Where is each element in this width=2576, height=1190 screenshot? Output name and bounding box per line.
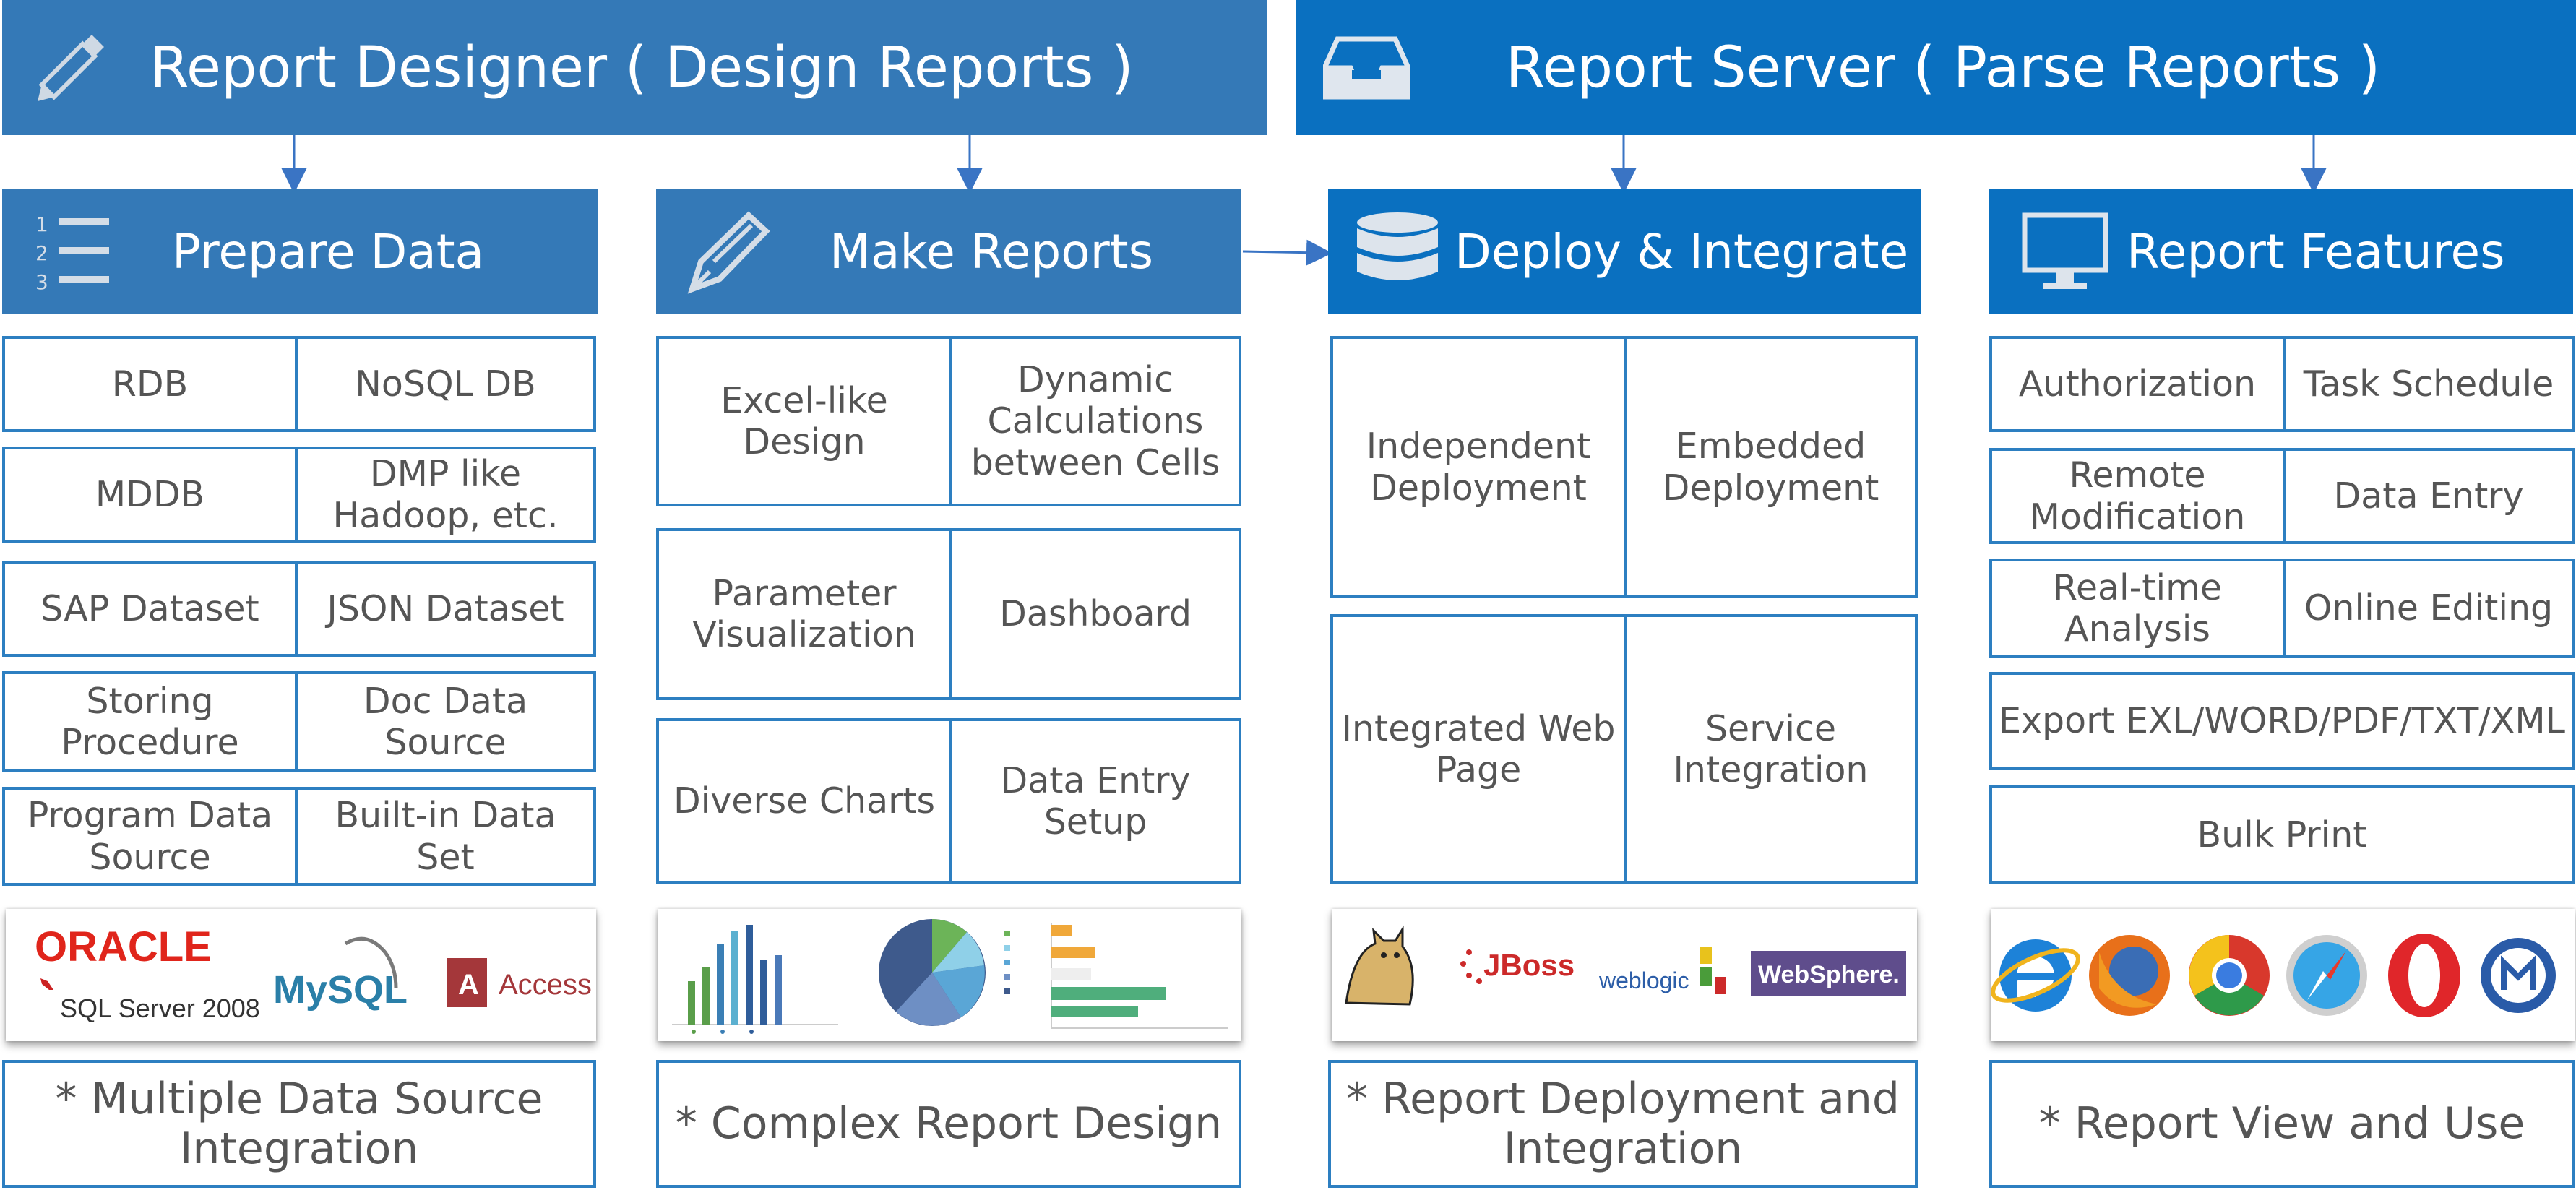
- feature-cell: Online Editing: [2283, 561, 2572, 655]
- safari-icon: [2286, 935, 2367, 1016]
- feature-cell: SAP Dataset: [40, 587, 259, 629]
- report-designer-banner: Report Designer ( Design Reports ): [2, 0, 1267, 135]
- column-title: Prepare Data: [172, 224, 485, 280]
- svg-text:SQL Server 2008: SQL Server 2008: [60, 993, 260, 1023]
- svg-text:MySQL: MySQL: [273, 968, 408, 1012]
- summary-report-features: * Report View and Use: [1989, 1060, 2575, 1188]
- opera-icon: [2388, 934, 2460, 1017]
- svg-text:2: 2: [35, 241, 48, 265]
- feature-cell: JSON Dataset: [295, 564, 593, 654]
- column-header-prepare-data: 1 2 3 Prepare Data: [2, 189, 598, 314]
- column-header-report-features: Report Features: [1989, 189, 2573, 314]
- feature-row: Program Data Source Built-in Data Set: [2, 787, 596, 886]
- feature-cell: Parameter Visualization: [692, 572, 916, 655]
- feature-cell: Excel-like Design: [720, 379, 888, 462]
- feature-cell: Export EXL/WORD/PDF/TXT/XML: [1999, 700, 2565, 742]
- svg-text:JBoss: JBoss: [1483, 948, 1575, 982]
- feature-row: SAP Dataset JSON Dataset: [2, 561, 596, 657]
- report-designer-title: Report Designer ( Design Reports ): [150, 35, 1134, 100]
- feature-cell: Embedded Deployment: [1624, 339, 1915, 595]
- chart-samples: [658, 909, 1241, 1041]
- feature-row: Independent Deployment Embedded Deployme…: [1330, 336, 1918, 598]
- feature-row: Export EXL/WORD/PDF/TXT/XML: [1989, 672, 2575, 770]
- svg-text:3: 3: [35, 270, 48, 294]
- feature-cell: Storing Procedure: [61, 680, 239, 763]
- feature-cell: Diverse Charts: [673, 780, 936, 822]
- chrome-icon: [2189, 935, 2270, 1016]
- maxthon-icon: [2481, 938, 2556, 1013]
- feature-cell: Program Data Source: [27, 795, 273, 878]
- feature-cell: Independent Deployment: [1366, 426, 1591, 509]
- report-server-title: Report Server ( Parse Reports ): [1505, 35, 2381, 100]
- feature-cell: Built-in Data Set: [295, 790, 593, 883]
- feature-cell: Authorization: [2018, 363, 2257, 405]
- inbox-tray-icon: [1323, 36, 1410, 100]
- feature-row: Integrated Web Page Service Integration: [1330, 614, 1918, 884]
- weblogic-logo: weblogic: [1598, 947, 1726, 994]
- feature-cell: Dynamic Calculations between Cells: [949, 339, 1239, 504]
- column-header-make-reports: Make Reports: [656, 189, 1241, 314]
- jboss-logo: JBoss: [1460, 948, 1575, 984]
- feature-row: RDB NoSQL DB: [2, 336, 596, 432]
- feature-cell: NoSQL DB: [295, 339, 593, 429]
- access-logo: A Access: [447, 958, 592, 1007]
- feature-cell: Bulk Print: [2197, 814, 2367, 855]
- feature-row: Excel-like Design Dynamic Calculations b…: [656, 336, 1241, 506]
- feature-cell: Service Integration: [1624, 617, 1915, 881]
- edit-pen-icon: [687, 211, 770, 294]
- feature-row: Bulk Print: [1989, 785, 2575, 884]
- pie-chart-sample: [879, 919, 1010, 1026]
- summary-make-reports: * Complex Report Design: [656, 1060, 1241, 1188]
- feature-row: Parameter Visualization Dashboard: [656, 528, 1241, 700]
- connector-arrows: [281, 135, 2327, 189]
- database-icon: [1357, 212, 1438, 280]
- feature-row: Remote Modification Data Entry: [1989, 448, 2575, 544]
- feature-row: Diverse Charts Data Entry Setup: [656, 718, 1241, 884]
- svg-text:A: A: [458, 969, 479, 1001]
- tomcat-logo: [1345, 925, 1414, 1006]
- pencil-icon: [38, 35, 104, 101]
- feature-cell: Dashboard: [949, 531, 1239, 697]
- firefox-icon: [2089, 935, 2170, 1016]
- column-title: Report Features: [2127, 224, 2505, 280]
- column-title: Make Reports: [830, 224, 1154, 280]
- feature-row: Authorization Task Schedule: [1989, 336, 2575, 432]
- numbered-list-icon: 1 2 3: [35, 212, 109, 294]
- report-server-banner: Report Server ( Parse Reports ): [1296, 0, 2576, 135]
- horizontal-bar-sample: [1051, 923, 1228, 1029]
- feature-cell: DMP like Hadoop, etc.: [295, 449, 593, 540]
- svg-text:WebSphere.: WebSphere.: [1758, 961, 1900, 988]
- server-logos: JBoss weblogic WebSphere.: [1332, 909, 1917, 1041]
- feature-cell: Task Schedule: [2283, 339, 2572, 429]
- database-logos: ORACLE SQL Server 2008 MySQL A Access: [6, 909, 596, 1041]
- feature-row: Real-time Analysis Online Editing: [1989, 559, 2575, 658]
- oracle-logo: ORACLE: [35, 923, 212, 970]
- internet-explorer-icon: [1991, 939, 2080, 1012]
- feature-cell: Doc Data Source: [295, 674, 593, 769]
- feature-row: MDDB DMP like Hadoop, etc.: [2, 447, 596, 543]
- bar-chart-sample: [672, 925, 838, 1034]
- feature-cell: Integrated Web Page: [1341, 707, 1616, 790]
- summary-deploy-integrate: * Report Deployment and Integration: [1328, 1060, 1918, 1188]
- browser-logos: [1991, 909, 2575, 1041]
- monitor-icon: [2022, 212, 2108, 289]
- summary-prepare-data: * Multiple Data Source Integration: [2, 1060, 596, 1188]
- feature-cell: Real-time Analysis: [2052, 566, 2223, 650]
- feature-cell: Data Entry: [2283, 451, 2572, 541]
- column-header-deploy-integrate: Deploy & Integrate: [1328, 189, 1921, 314]
- feature-cell: Data Entry Setup: [949, 721, 1239, 881]
- feature-cell: RDB: [111, 363, 189, 405]
- feature-cell: Remote Modification: [2029, 454, 2246, 538]
- websphere-logo: WebSphere.: [1751, 951, 1906, 996]
- svg-text:Access: Access: [499, 969, 592, 1001]
- svg-text:weblogic: weblogic: [1598, 967, 1689, 993]
- feature-row: Storing Procedure Doc Data Source: [2, 671, 596, 772]
- sql-server-logo: SQL Server 2008: [40, 978, 260, 1023]
- mysql-logo: MySQL: [273, 936, 408, 1012]
- column-title: Deploy & Integrate: [1455, 224, 1909, 280]
- feature-cell: MDDB: [95, 473, 205, 515]
- svg-text:1: 1: [35, 212, 48, 236]
